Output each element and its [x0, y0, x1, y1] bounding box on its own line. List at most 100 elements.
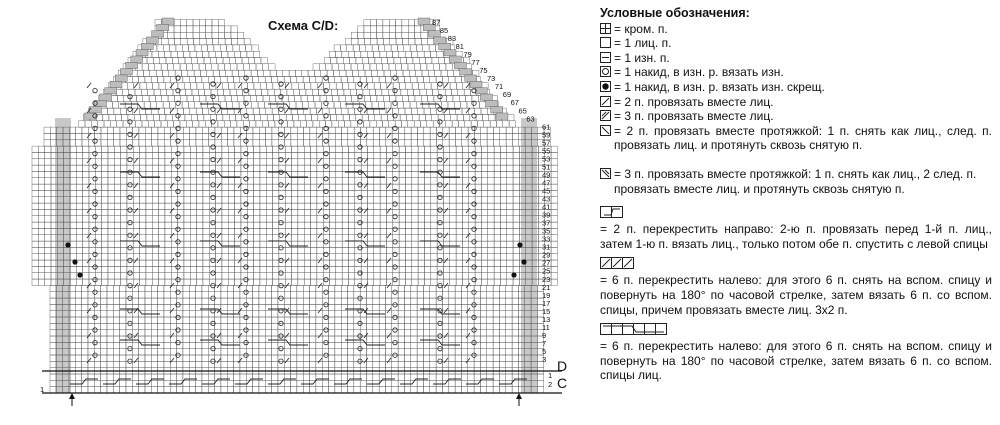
grid-cell: [411, 196, 419, 204]
grid-cell: [132, 323, 139, 330]
grid-cell: [443, 202, 450, 210]
decrease-mark: [86, 257, 92, 264]
grid-cell: [272, 253, 280, 261]
grid-cell: [492, 323, 500, 330]
grid-cell: [382, 25, 390, 33]
grid-cell: [183, 215, 191, 223]
grid-cell: [144, 361, 152, 368]
grid-cell: [473, 386, 481, 394]
grid-cell: [145, 209, 153, 216]
grid-cell: [157, 297, 165, 305]
grid-cell: [199, 25, 206, 33]
grid-cell: [443, 164, 450, 172]
grid-cell: [500, 196, 507, 204]
grid-cell: [139, 228, 147, 235]
grid-cell: [352, 69, 359, 77]
grid-cell: [88, 247, 96, 254]
cable-mark: [169, 378, 197, 385]
grid-cell: [151, 285, 158, 292]
grid-cell: [285, 215, 292, 223]
grid-cell: [354, 152, 362, 160]
grid-cell: [237, 95, 245, 103]
grid-cell: [31, 202, 39, 210]
grid-cell: [297, 234, 305, 242]
grid-cell: [31, 196, 39, 204]
grid-cell: [158, 51, 165, 58]
grid-cell: [157, 316, 165, 324]
left-edge-band: [55, 118, 71, 393]
grid-cell: [329, 177, 337, 185]
grid-cell: [146, 57, 154, 65]
yarn-over-mark: [210, 358, 216, 364]
grid-cell: [367, 177, 375, 185]
grid-cell: [195, 335, 203, 343]
grid-cell: [296, 386, 304, 394]
grid-cell: [253, 202, 261, 210]
grid-cell: [397, 316, 405, 324]
grid-cell: [367, 247, 375, 254]
yarn-over-mark: [243, 75, 249, 81]
grid-cell: [253, 228, 261, 235]
yarn-over-mark: [323, 75, 329, 81]
grid-cell: [329, 259, 337, 267]
grid-cell: [442, 297, 450, 305]
grid-cell: [81, 348, 89, 356]
grid-cell: [511, 310, 519, 318]
grid-cell: [417, 196, 425, 204]
grid-cell: [100, 304, 108, 311]
grid-cell: [404, 310, 412, 318]
row-number: 79: [464, 50, 472, 59]
grid-cell: [265, 386, 272, 394]
grid-cell: [44, 202, 52, 210]
grid-cell: [119, 342, 127, 349]
decrease-mark: [133, 207, 139, 214]
grid-cell: [268, 120, 276, 128]
grid-cell: [196, 177, 204, 185]
shoulder-shading: [449, 55, 462, 63]
grid-cell: [139, 209, 147, 216]
grid-cell: [454, 386, 462, 394]
yarn-over-mark: [278, 320, 284, 326]
grid-cell: [512, 266, 520, 273]
grid-cell: [398, 177, 406, 185]
grid-cell: [328, 329, 336, 337]
grid-cell: [467, 380, 475, 387]
cable-crossing: [120, 171, 160, 178]
grid-cell: [266, 164, 273, 172]
grid-cell: [239, 335, 247, 343]
grid-cell: [389, 32, 396, 39]
grid-cell: [76, 190, 83, 197]
grid-cell: [361, 152, 368, 160]
grid-cell: [183, 234, 191, 242]
yarn-over-mark: [437, 308, 443, 314]
grid-cell: [416, 297, 424, 305]
grid-cell: [288, 69, 296, 77]
grid-cell: [455, 177, 463, 185]
grid-cell: [511, 285, 519, 292]
row-number: 23: [542, 275, 550, 284]
grid-cell: [220, 291, 228, 299]
grid-cell: [247, 82, 255, 90]
grid-cell: [499, 304, 506, 311]
grid-cell: [277, 380, 285, 387]
grid-cell: [417, 209, 425, 216]
grid-cell: [170, 373, 177, 381]
grid-cell: [310, 145, 318, 153]
grid-cell: [144, 291, 152, 299]
grid-cell: [424, 196, 432, 204]
grid-cell: [493, 164, 501, 172]
grid-cell: [379, 253, 387, 261]
grid-cell: [220, 139, 228, 147]
grid-cell: [424, 240, 432, 248]
grid-cell: [414, 120, 421, 128]
grid-cell: [284, 380, 291, 387]
grid-cell: [253, 171, 261, 178]
grid-cell: [158, 278, 166, 286]
grid-cell: [379, 247, 387, 254]
grid-cell: [82, 196, 90, 204]
grid-cell: [196, 234, 204, 242]
grid-cell: [174, 38, 182, 46]
grid-cell: [360, 297, 367, 305]
grid-cell: [376, 63, 383, 71]
grid-cell: [408, 25, 415, 33]
